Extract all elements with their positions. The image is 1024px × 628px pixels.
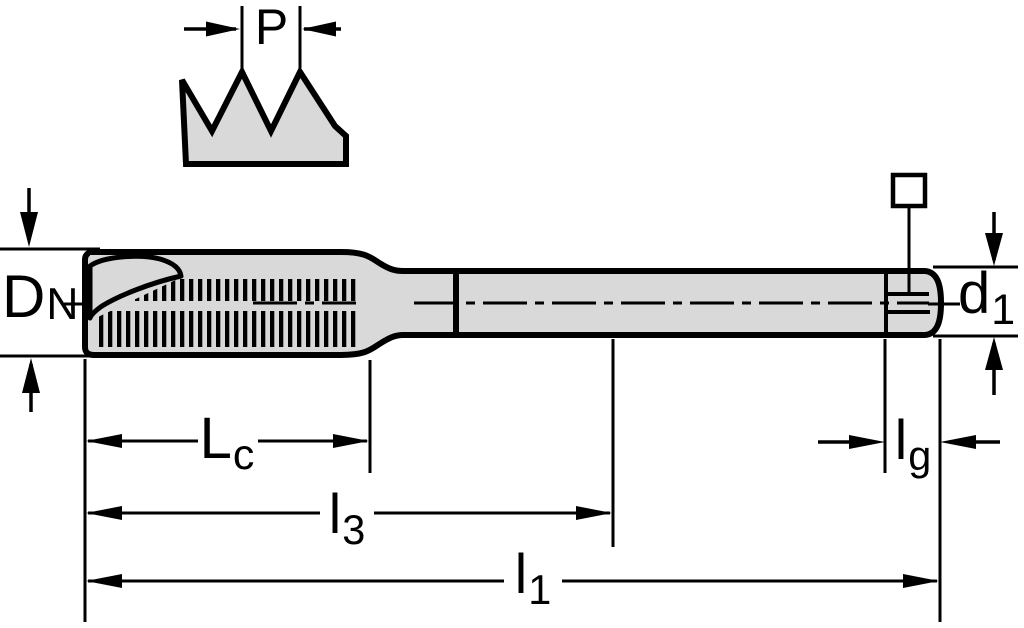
pitch-arrow-left-head — [206, 21, 240, 37]
label-square-length: lg — [876, 412, 950, 476]
thread-profile-shape — [179, 65, 349, 167]
pitch-detail — [179, 6, 349, 167]
l3-dimension — [86, 339, 615, 547]
label-shank-diameter-base: d — [958, 261, 991, 326]
label-overall-length-sub: 1 — [528, 565, 552, 613]
l1-dimension — [86, 339, 942, 622]
l1-arrow-right — [903, 574, 939, 588]
thread-core-gap — [96, 301, 358, 311]
lc-dimension — [83, 359, 372, 622]
label-thread-length-sub: c — [232, 431, 255, 480]
lg-arrow-right-head — [940, 435, 976, 449]
label-overall-length-base: l — [514, 542, 528, 605]
d1-arrow-bottom-head — [985, 337, 1003, 370]
label-nominal-diameter-sub: N — [46, 280, 79, 330]
dn-arrow-top-head — [20, 212, 38, 247]
square-drive-icon — [890, 172, 928, 209]
tap-body — [82, 249, 945, 358]
label-overall-length: l1 — [473, 546, 593, 610]
label-nominal-diameter: DN — [2, 267, 78, 328]
label-length-l3-base: l — [328, 482, 342, 545]
label-square-length-base: l — [894, 408, 908, 471]
l3-arrow-left — [86, 506, 122, 520]
label-shank-diameter-sub: 1 — [991, 286, 1016, 335]
label-pitch: P — [244, 2, 300, 60]
label-nominal-diameter-base: D — [2, 263, 46, 330]
lg-dimension — [818, 339, 1000, 473]
label-thread-length: Lc — [167, 410, 287, 477]
lc-arrow-right — [333, 434, 369, 448]
l1-arrow-left — [86, 574, 122, 588]
l3-arrow-right — [576, 506, 612, 520]
label-length-l3: l3 — [287, 486, 407, 550]
label-square-length-sub: g — [908, 431, 932, 479]
pitch-arrow-right-head — [302, 21, 336, 37]
lg-arrow-left-head — [849, 435, 885, 449]
label-thread-length-base: L — [199, 406, 232, 471]
lc-arrow-left — [86, 434, 122, 448]
d1-arrow-top-head — [985, 233, 1003, 266]
dn-arrow-bottom-head — [22, 358, 40, 393]
flute-shape — [87, 253, 184, 321]
square-drive-callout — [890, 172, 928, 294]
d1-dimension — [928, 212, 1018, 395]
label-length-l3-sub: 3 — [342, 505, 366, 553]
label-pitch-base: P — [254, 0, 289, 55]
label-shank-diameter: d1 — [958, 265, 1015, 332]
